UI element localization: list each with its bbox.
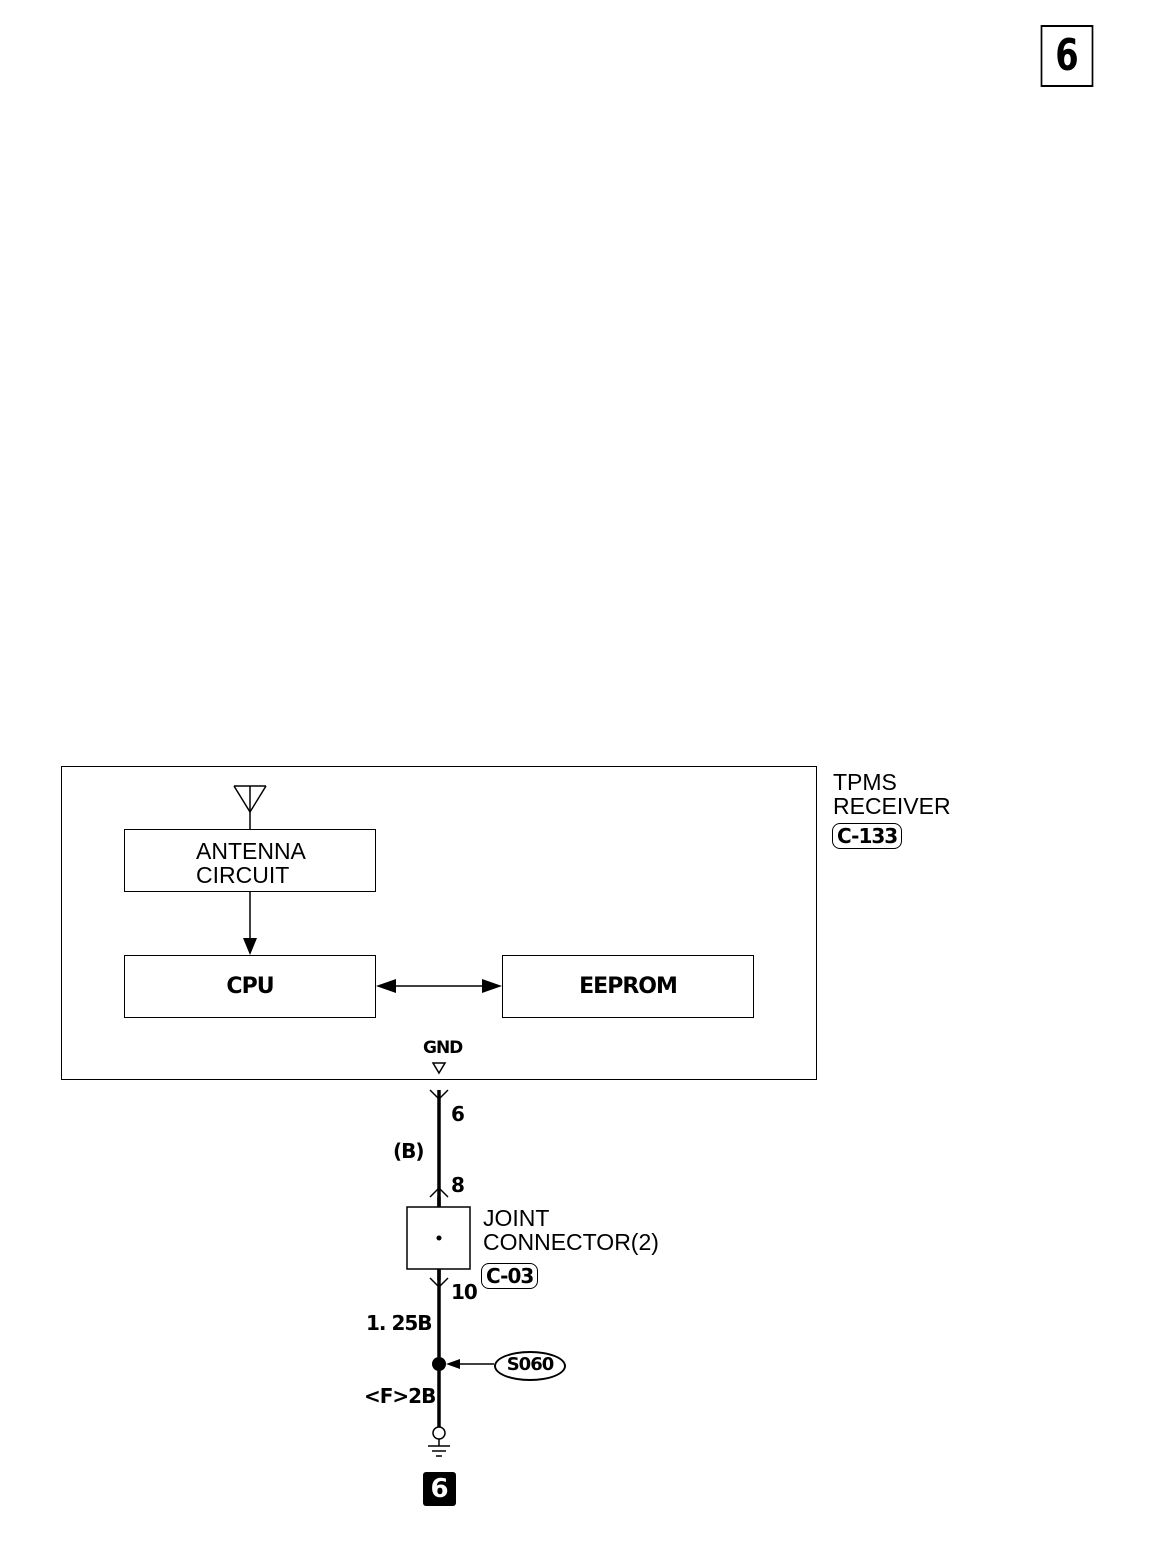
antenna-circuit-label-line1: ANTENNA — [196, 838, 306, 864]
ground-icon — [428, 1426, 450, 1457]
page-number: 6 — [1040, 25, 1094, 87]
antenna-circuit-label-line2: CIRCUIT — [196, 862, 290, 888]
module-connector-badge: C-133 — [832, 823, 903, 849]
wire-spec-bottom-label: <F>2B — [364, 1384, 436, 1408]
antenna-icon — [233, 785, 267, 829]
joint-connector-dot — [436, 1235, 442, 1241]
eeprom-label: EEPROM — [579, 974, 678, 999]
pin-10-label: 10 — [451, 1280, 478, 1304]
joint-connector-label-line2: CONNECTOR(2) — [483, 1229, 659, 1255]
pin-8-connector-icon — [429, 1186, 449, 1198]
joint-connector-badge: C-03 — [481, 1263, 539, 1289]
wire-color-label: (B) — [393, 1139, 425, 1163]
gnd-label: GND — [423, 1038, 463, 1058]
cpu-eeprom-arrow — [376, 979, 502, 993]
cpu-block: CPU — [124, 955, 376, 1018]
pin-6-connector-icon — [429, 1089, 449, 1101]
cpu-label: CPU — [226, 974, 274, 999]
antenna-to-cpu-arrow — [243, 892, 257, 955]
pin-6-label: 6 — [451, 1102, 465, 1126]
pin-8-label: 8 — [451, 1173, 465, 1197]
eeprom-block: EEPROM — [502, 955, 754, 1018]
splice-dot — [432, 1357, 446, 1371]
wire-spec-mid-label: 1. 25B — [366, 1311, 433, 1335]
splice-arrow — [446, 1359, 494, 1369]
pin-10-connector-icon — [429, 1277, 449, 1289]
joint-connector-label-line1: JOINT — [483, 1205, 550, 1231]
module-name-line1: TPMS — [833, 769, 897, 795]
gnd-terminal-icon — [431, 1062, 447, 1075]
splice-badge: S060 — [494, 1351, 566, 1381]
antenna-circuit-block: ANTENNA CIRCUIT — [124, 829, 376, 892]
tpms-receiver-module — [61, 766, 817, 1080]
module-name-line2: RECEIVER — [833, 793, 951, 819]
ground-point-tag: 6 — [423, 1472, 456, 1506]
